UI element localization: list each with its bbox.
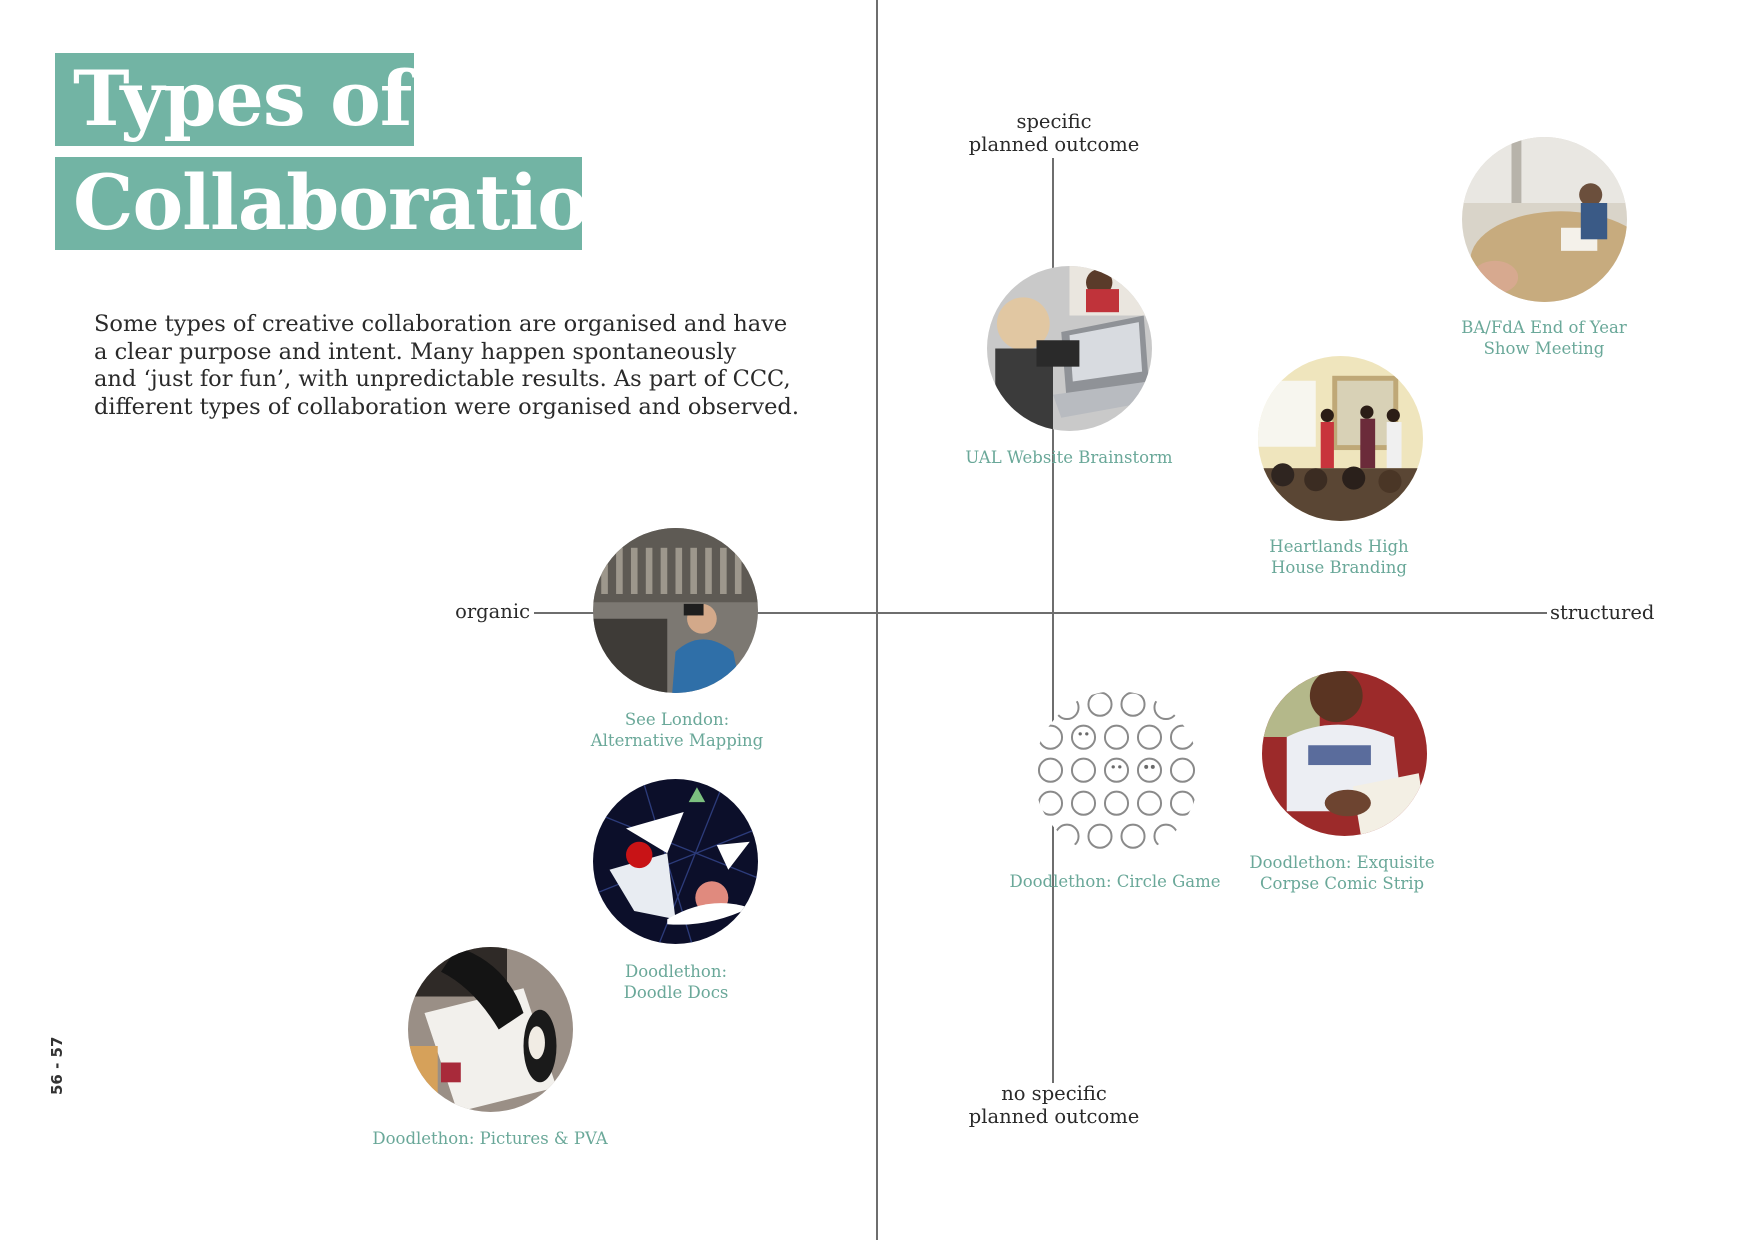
title-line-1: Types of xyxy=(55,53,414,146)
intro-line: and ‘just for fun’, with unpredictable r… xyxy=(94,366,791,392)
page-spine-divider xyxy=(876,0,878,1240)
intro-line: different types of collaboration were or… xyxy=(94,393,799,420)
intro-paragraph: Some types of creative collaboration are… xyxy=(94,311,814,421)
axis-label-left: organic xyxy=(455,600,530,623)
photo-circle-game xyxy=(1034,691,1199,856)
photo-exquisite-corpse xyxy=(1262,671,1427,836)
caption-line: Corpse Comic Strip xyxy=(1259,874,1425,893)
caption-line: Alternative Mapping xyxy=(590,731,764,750)
caption-exquisite-corpse: Doodlethon: Exquisite Corpse Comic Strip xyxy=(1249,852,1434,894)
photo-doodle-docs xyxy=(593,779,758,944)
photo-ba-fda-meeting xyxy=(1462,137,1627,302)
horizontal-axis-line xyxy=(534,612,1547,614)
caption-circle-game: Doodlethon: Circle Game xyxy=(1009,871,1220,892)
axis-label-top: specific planned outcome xyxy=(968,110,1140,156)
caption-line: BA/FdA End of Year xyxy=(1461,318,1627,337)
caption-ual-brainstorm: UAL Website Brainstorm xyxy=(965,447,1172,468)
axis-label-top-line: planned outcome xyxy=(968,133,1140,156)
caption-heartlands-high: Heartlands High House Branding xyxy=(1269,536,1408,578)
page-number: 56 - 57 xyxy=(48,1036,66,1095)
caption-line: Heartlands High xyxy=(1269,537,1409,556)
vertical-axis-line xyxy=(1052,158,1054,1083)
caption-doodle-docs: Doodlethon: Doodle Docs xyxy=(624,961,729,1003)
axis-label-bottom: no specific planned outcome xyxy=(968,1082,1140,1128)
caption-line: UAL Website Brainstorm xyxy=(965,448,1173,467)
axis-label-top-line: specific xyxy=(1016,110,1092,133)
caption-line: Doodlethon: xyxy=(624,962,728,981)
caption-line: Show Meeting xyxy=(1483,339,1605,358)
intro-line: Some types of creative collaboration are… xyxy=(94,311,788,337)
caption-line: Doodlethon: Pictures & PVA xyxy=(372,1129,608,1148)
caption-pictures-pva: Doodlethon: Pictures & PVA xyxy=(372,1128,607,1149)
caption-line: House Branding xyxy=(1271,558,1407,577)
caption-line: Doodlethon: Circle Game xyxy=(1009,872,1221,891)
caption-line: Doodle Docs xyxy=(623,983,729,1002)
title-line-2: Collaboration xyxy=(55,157,642,250)
photo-ual-brainstorm xyxy=(987,266,1152,431)
axis-label-bottom-line: no specific xyxy=(1001,1082,1107,1105)
axis-label-bottom-line: planned outcome xyxy=(968,1105,1140,1128)
caption-see-london: See London: Alternative Mapping xyxy=(591,709,764,751)
intro-line: a clear purpose and intent. Many happen … xyxy=(94,338,737,365)
photo-heartlands-high xyxy=(1258,356,1423,521)
axis-label-right: structured xyxy=(1550,601,1655,624)
caption-line: See London: xyxy=(624,710,730,729)
caption-ba-fda-meeting: BA/FdA End of Year Show Meeting xyxy=(1461,317,1626,359)
photo-pictures-pva xyxy=(408,947,573,1112)
caption-line: Doodlethon: Exquisite xyxy=(1249,853,1435,872)
photo-see-london xyxy=(593,528,758,693)
